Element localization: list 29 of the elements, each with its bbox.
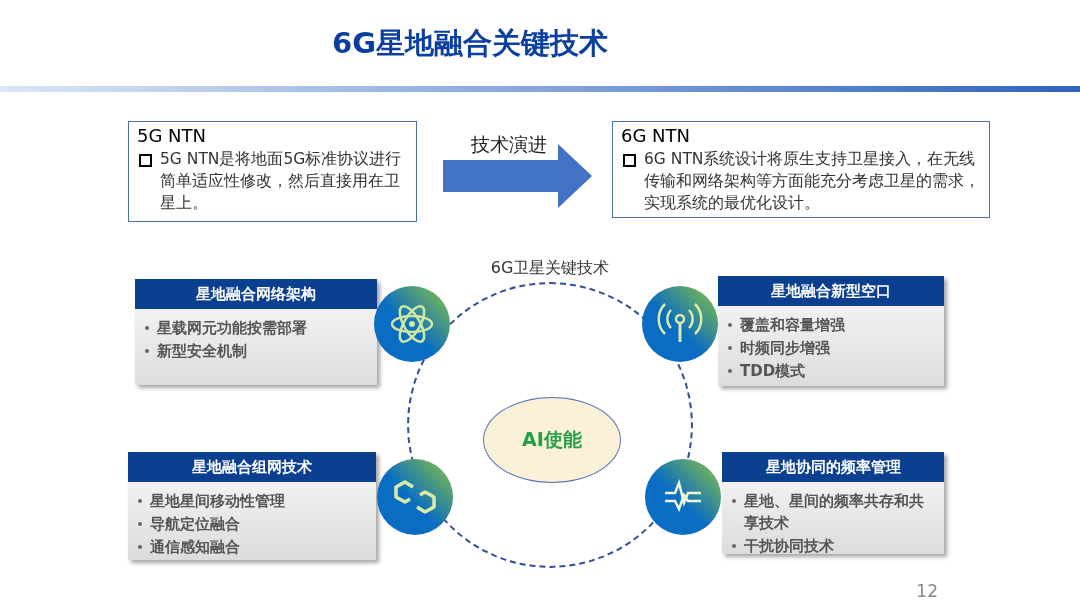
ellipse-label: AI使能 — [522, 427, 582, 452]
bullet-text: 导航定位融合 — [150, 514, 240, 535]
bullet-text: TDD模式 — [740, 361, 806, 382]
slide-title: 6G星地融合关键技术 — [331, 25, 609, 62]
text-card — [718, 276, 944, 386]
card-heading: 星地融合组网技术 — [128, 452, 376, 482]
bullet-text: 时频同步增强 — [740, 338, 830, 359]
page-number: 12 — [916, 581, 938, 601]
block-arrow — [443, 144, 592, 208]
circle-heading: 6G卫星关键技术 — [489, 258, 611, 279]
card-heading: 星地融合网络架构 — [135, 279, 377, 309]
bullet-text: 干扰协同技术 — [744, 536, 834, 557]
card-heading: 星地协同的频率管理 — [722, 452, 944, 482]
text-box — [612, 121, 990, 218]
bullet-text: 星地星间移动性管理 — [150, 491, 285, 512]
bullet-text: 覆盖和容量增强 — [740, 315, 845, 336]
bullet-text: 星载网元功能按需部署 — [157, 318, 307, 339]
bullet-text: 星地、星间的频率共存和共享技术 — [744, 491, 925, 534]
text-card — [722, 452, 944, 554]
text-box — [128, 121, 417, 222]
box-text: 6G NTN系统设计将原生支持卫星接入，在无线传输和网络架构等方面能充分考虑卫星的需求，实现系统的最优化设计。 — [644, 149, 981, 214]
text-card — [135, 279, 377, 385]
bullet-text: 新型安全机制 — [157, 341, 247, 362]
bullet-text: 通信感知融合 — [150, 537, 240, 558]
box-text: 5G NTN是将地面5G标准协议进行简单适应性修改，然后直接用在卫星上。 — [160, 149, 403, 214]
card-heading: 星地融合新型空口 — [718, 276, 944, 306]
box-heading: 6G NTN — [621, 124, 692, 148]
text-card — [128, 452, 376, 560]
box-heading: 5G NTN — [137, 124, 208, 148]
